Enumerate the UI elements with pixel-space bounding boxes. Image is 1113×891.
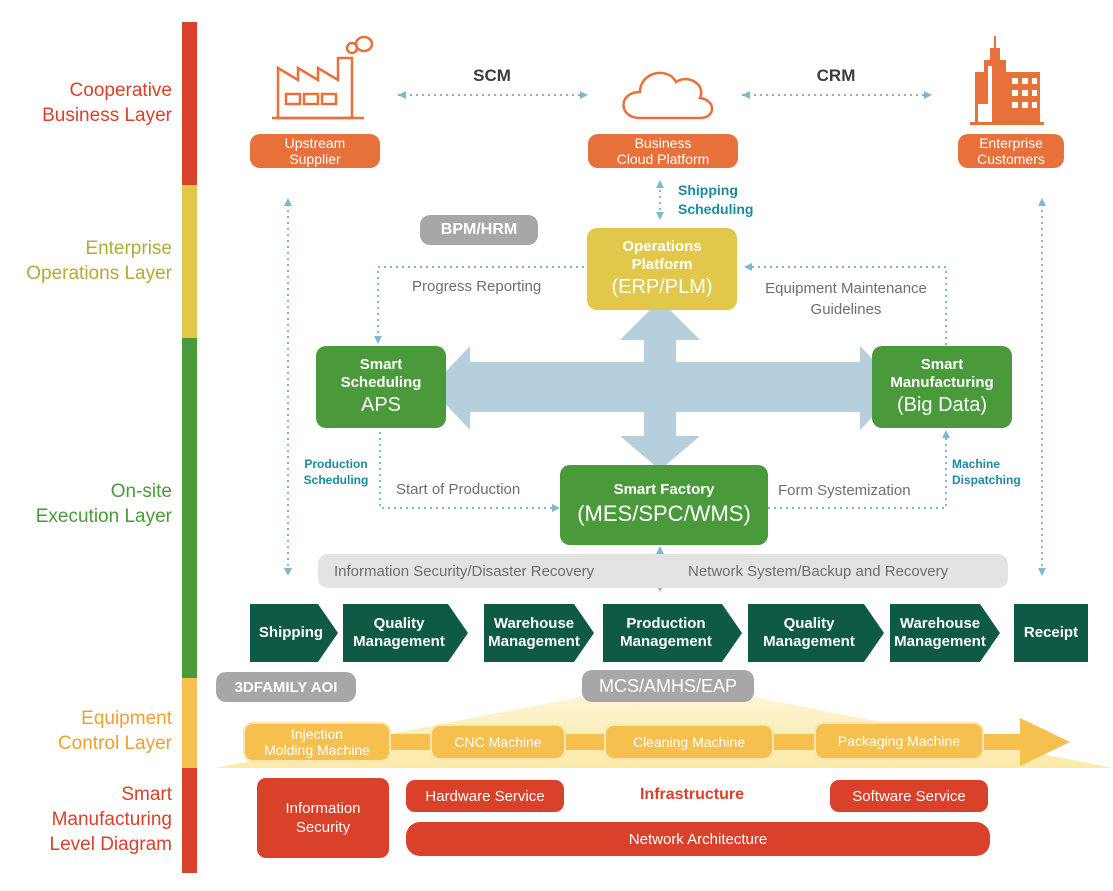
smart-scheduling-title: Smart Scheduling xyxy=(340,356,422,391)
machine-cleaning: Cleaning Machine xyxy=(604,724,774,760)
infrastructure-title: Infrastructure xyxy=(639,786,745,803)
progress-reporting-line xyxy=(377,266,584,340)
production-scheduling-line xyxy=(379,432,556,509)
layer-bar-operations xyxy=(182,185,197,338)
layer-label-business: Cooperative Business Layer xyxy=(42,80,172,126)
machine-injection-molding: Injection Molding Machine xyxy=(243,722,391,762)
cross-arrow-icon xyxy=(430,300,900,470)
layer-label-infrastructure: Smart Manufacturing Level Diagram xyxy=(49,784,173,855)
layer-label-operations: Enterprise Operations Layer xyxy=(26,238,172,284)
process-step-receipt: Receipt xyxy=(1023,624,1079,641)
smart-scheduling-box: Smart Scheduling APS xyxy=(316,346,446,428)
machine-cnc: CNC Machine xyxy=(430,724,566,760)
cloud-icon xyxy=(622,71,714,120)
operations-platform-sub: (ERP/PLM) xyxy=(611,276,713,298)
smart-factory-title: Smart Factory xyxy=(613,481,715,498)
process-step-warehouse-1: Warehouse Management xyxy=(488,615,580,650)
machine-packaging: Packaging Machine xyxy=(814,722,984,760)
process-step-production: Production Management xyxy=(620,615,712,650)
production-scheduling-label: Production Scheduling xyxy=(303,457,369,487)
security-right-label: Network System/Backup and Recovery xyxy=(688,563,949,580)
aoi-pill: 3DFAMILY AOI xyxy=(216,672,356,702)
process-step-quality-1: Quality Management xyxy=(353,615,445,650)
layer-label-equipment: Equipment Control Layer xyxy=(57,708,172,754)
smart-manufacturing-sub: (Big Data) xyxy=(896,394,988,416)
process-step-warehouse-2: Warehouse Management xyxy=(894,615,986,650)
process-step-shipping: Shipping xyxy=(258,624,324,641)
crm-label: CRM xyxy=(816,66,856,85)
smart-scheduling-sub: APS xyxy=(360,394,402,416)
security-bar xyxy=(318,554,1008,588)
hardware-service-box: Hardware Service xyxy=(406,780,564,812)
progress-reporting-label: Progress Reporting xyxy=(412,278,542,295)
shipping-scheduling-label: Shipping Scheduling xyxy=(678,182,754,217)
form-systemization-label: Form Systemization xyxy=(778,482,911,499)
enterprise-customers-box: Enterprise Customers xyxy=(958,134,1064,168)
machine-dispatching-label: Machine Dispatching xyxy=(952,457,1021,487)
upstream-supplier-box: Upstream Supplier xyxy=(250,134,380,168)
information-security-box: Information Security xyxy=(257,778,389,858)
smart-factory-box: Smart Factory (MES/SPC/WMS) xyxy=(560,465,768,545)
software-service-box: Software Service xyxy=(830,780,988,812)
layer-bar-business xyxy=(182,22,197,185)
smart-manufacturing-title: Smart Manufacturing xyxy=(890,356,994,391)
layer-label-execution: On-site Execution Layer xyxy=(35,481,172,527)
mcs-pill: MCS/AMHS/EAP xyxy=(582,670,754,702)
start-of-production-label: Start of Production xyxy=(396,481,521,498)
smart-manufacturing-box: Smart Manufacturing (Big Data) xyxy=(872,346,1012,428)
process-chevrons xyxy=(250,604,1088,662)
layer-bar-execution xyxy=(182,338,197,678)
scm-label: SCM xyxy=(473,66,511,85)
process-step-quality-2: Quality Management xyxy=(763,615,855,650)
network-architecture-box: Network Architecture xyxy=(406,822,990,856)
smart-factory-sub: (MES/SPC/WMS) xyxy=(577,501,751,526)
bpm-hrm-pill: BPM/HRM xyxy=(420,215,538,245)
layer-bar-equipment xyxy=(182,678,197,768)
operations-platform-box: Operations Platform (ERP/PLM) xyxy=(587,228,737,310)
factory-icon xyxy=(272,35,374,120)
office-building-icon xyxy=(970,36,1044,125)
business-cloud-box: Business Cloud Platform xyxy=(588,134,738,168)
maintenance-line xyxy=(746,266,947,345)
security-left-label: Information Security/Disaster Recovery xyxy=(334,563,595,580)
equipment-maintenance-label: Equipment Maintenance Guidelines xyxy=(765,280,927,318)
layer-bar-infrastructure xyxy=(182,768,197,873)
operations-platform-title: Operations Platform xyxy=(622,238,702,273)
